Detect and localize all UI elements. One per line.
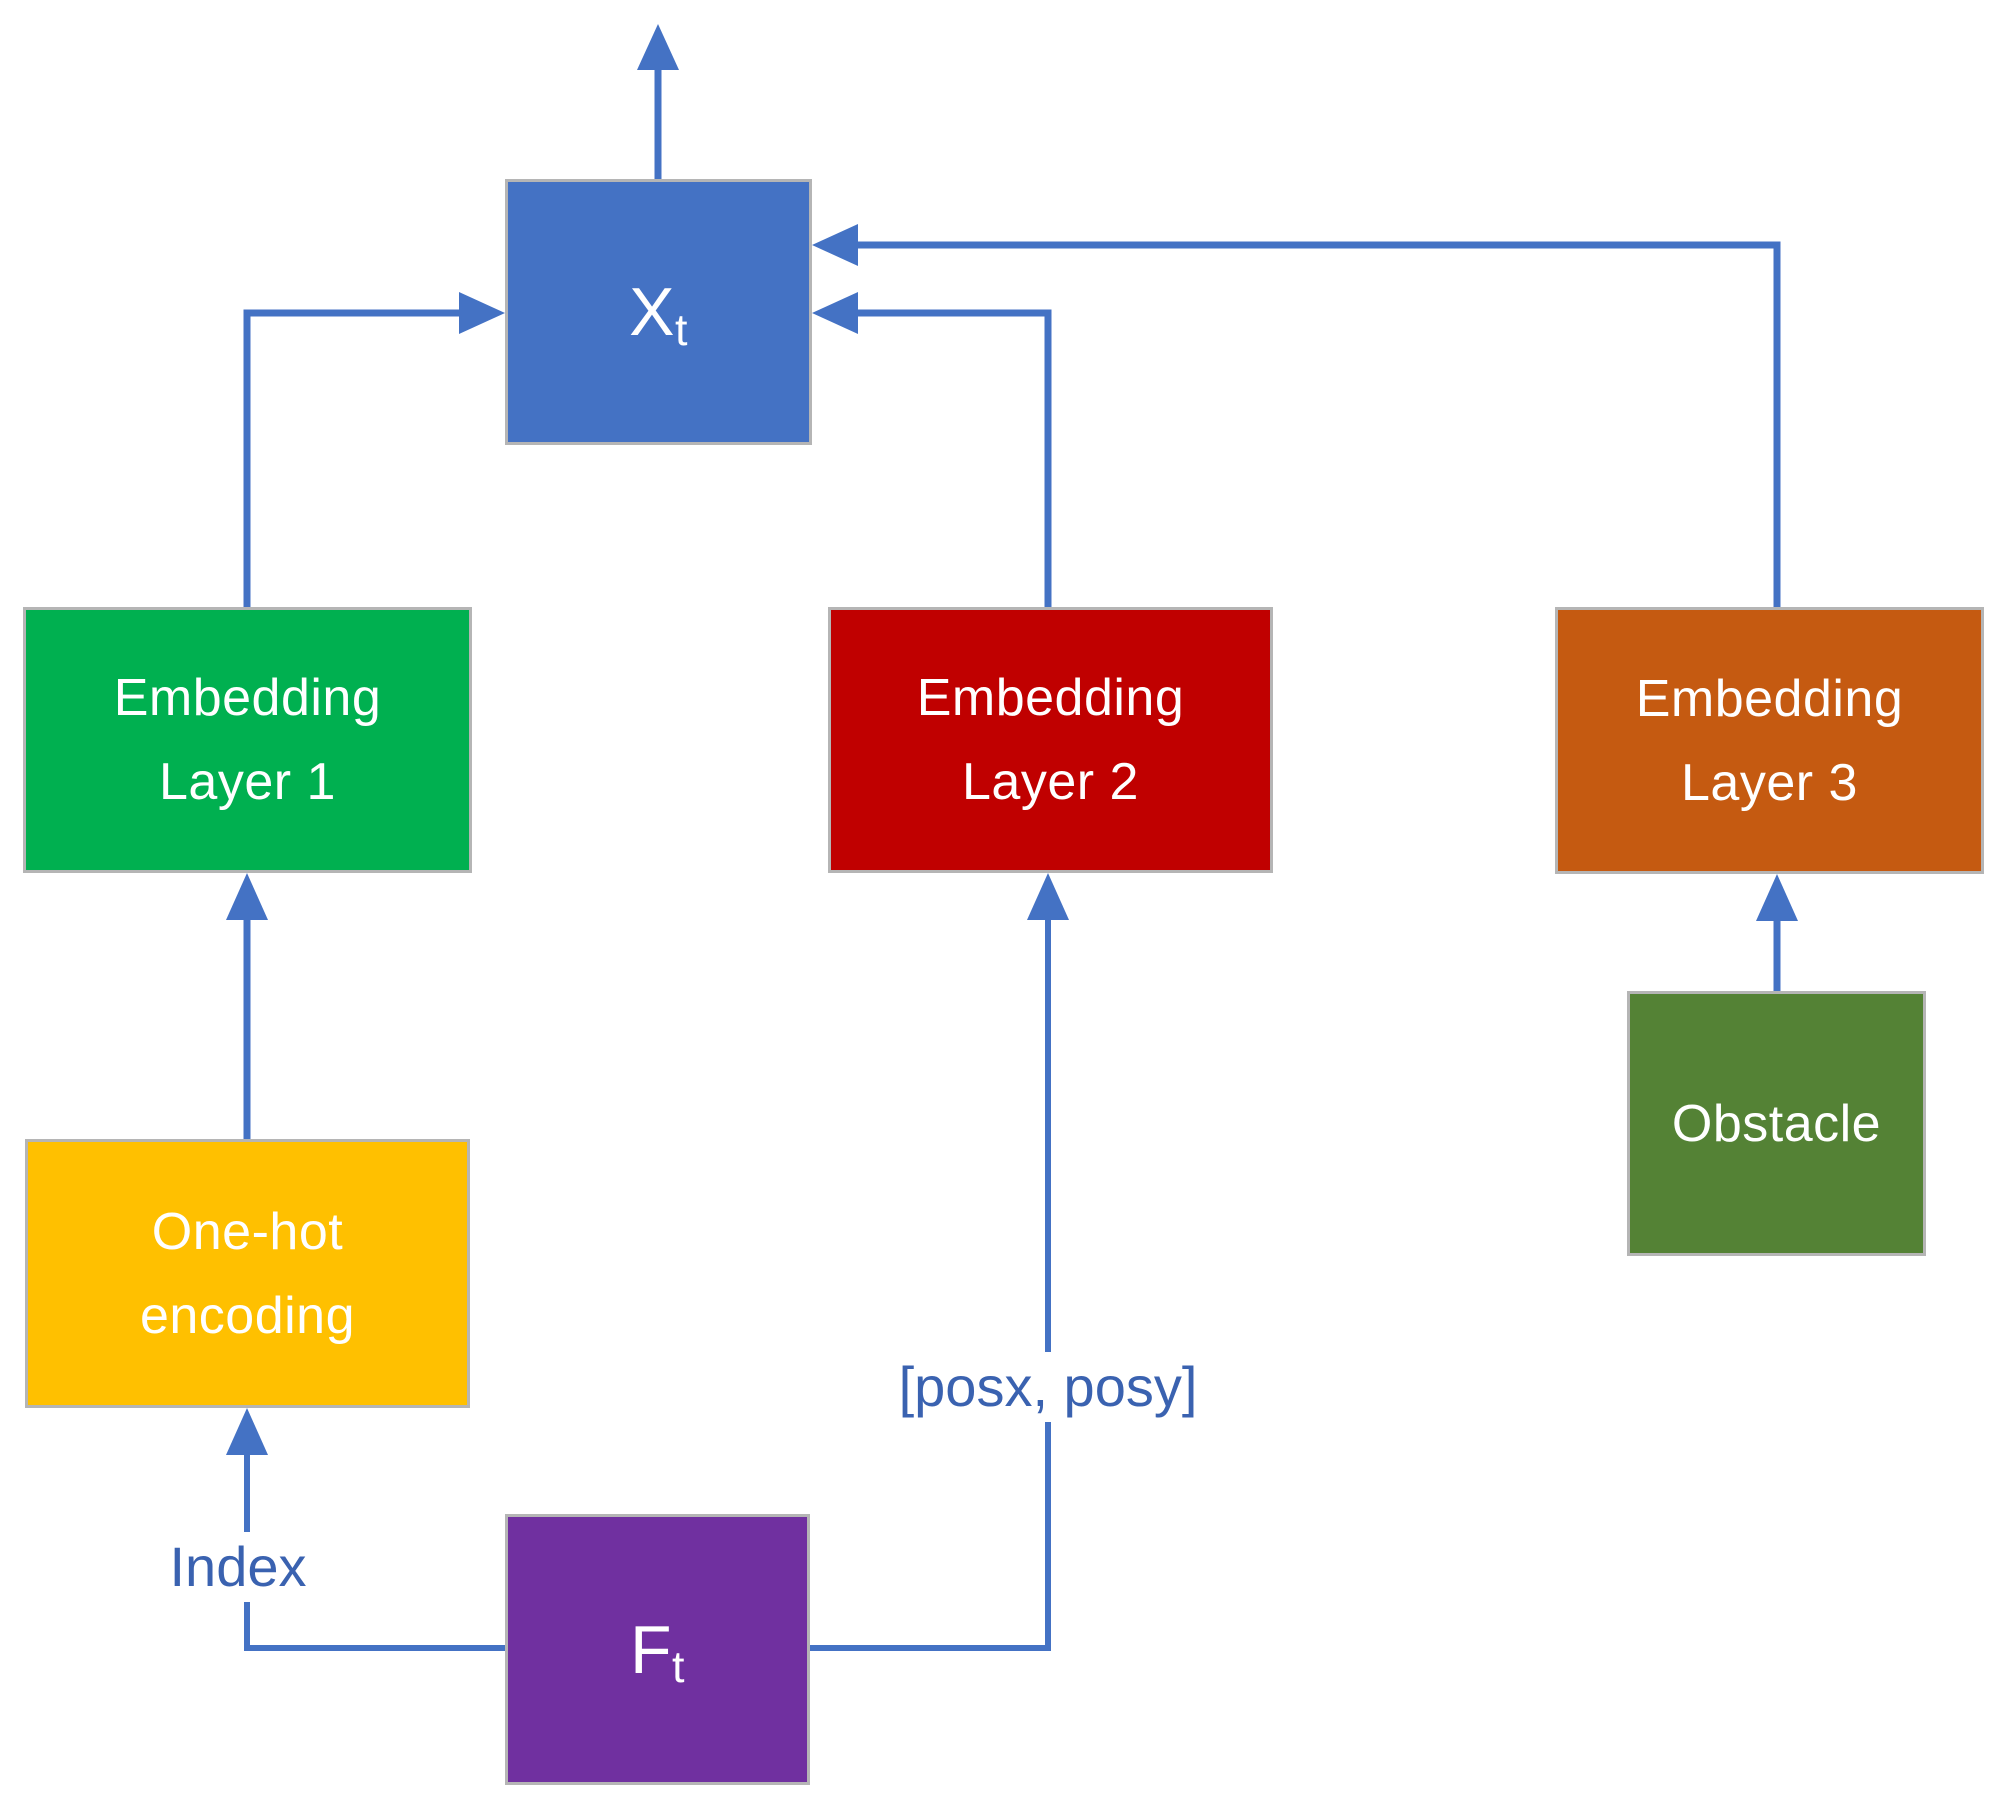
arrow-ft-to-onehot-head: [226, 1408, 268, 1455]
node-obstacle-label: Obstacle: [1671, 1094, 1882, 1153]
arrow-embedding2-to-xt-head: [812, 292, 858, 334]
node-embedding-layer-3: Embedding Layer 3: [1555, 607, 1984, 874]
node-embedding-layer-2: Embedding Layer 2: [828, 607, 1273, 873]
arrow-embedding1-to-xt-head: [459, 292, 505, 334]
node-xt-label: Xt: [629, 274, 688, 355]
node-embedding-layer-3-line1: Embedding: [1635, 669, 1904, 728]
node-embedding-layer-3-line2: Layer 3: [1681, 753, 1858, 812]
node-ft-label: Ft: [629, 1611, 685, 1693]
arrow-onehot-to-embedding1: [226, 873, 268, 1139]
arrow-ft-to-onehot: [226, 1408, 505, 1651]
arrow-embedding3-to-xt: [812, 224, 1781, 607]
arrow-embedding2-to-xt: [812, 292, 1052, 607]
arrow-embedding1-to-xt-line: [243, 309, 460, 607]
arrow-obstacle-to-embedding3: [1756, 874, 1798, 991]
node-embedding-layer-1-line2: Layer 1: [159, 753, 336, 811]
node-one-hot-encoding-line1: One-hot: [151, 1202, 344, 1261]
arrow-embedding3-to-xt-line: [857, 241, 1781, 607]
node-embedding-layer-2-line2: Layer 2: [962, 753, 1139, 811]
arrow-xt-output-head: [637, 24, 679, 70]
arrow-ft-to-embedding2: [810, 873, 1069, 1651]
node-one-hot-encoding-line2: encoding: [139, 1286, 356, 1345]
node-xt: Xt: [505, 179, 812, 445]
node-obstacle: Obstacle: [1627, 991, 1926, 1256]
node-ft: Ft: [505, 1514, 810, 1785]
index-edge-label: Index: [163, 1532, 313, 1602]
node-embedding-layer-1: Embedding Layer 1: [23, 607, 472, 873]
node-one-hot-encoding: One-hot encoding: [25, 1139, 470, 1408]
posx-posy-edge-label: [posx, posy]: [892, 1352, 1204, 1422]
arrow-embedding2-to-xt-line: [857, 309, 1052, 607]
arrow-obstacle-to-embedding3-head: [1756, 874, 1798, 921]
node-embedding-layer-1-line1: Embedding: [113, 669, 382, 727]
arrow-xt-output: [637, 24, 679, 179]
arrow-ft-to-onehot-line: [244, 1454, 505, 1651]
arrow-embedding3-to-xt-head: [812, 224, 858, 266]
arrow-ft-to-embedding2-line: [810, 919, 1051, 1651]
arrow-onehot-to-embedding1-head: [226, 873, 268, 920]
arrow-ft-to-embedding2-head: [1027, 873, 1069, 920]
arrow-embedding1-to-xt: [243, 292, 505, 607]
node-embedding-layer-2-line1: Embedding: [916, 669, 1185, 727]
